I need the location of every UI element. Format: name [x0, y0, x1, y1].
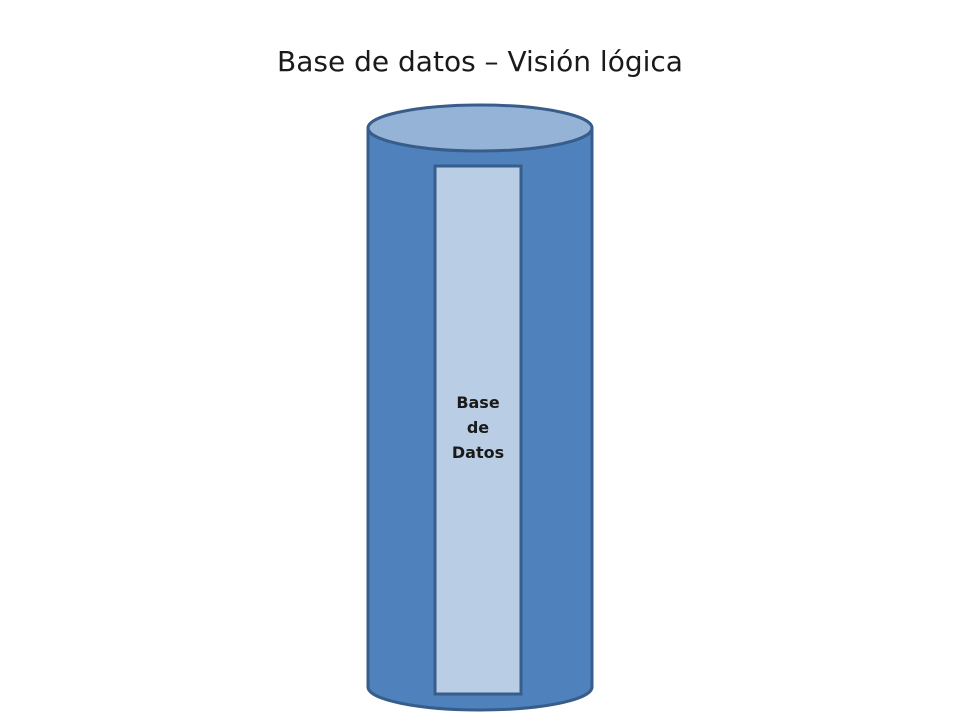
- database-panel: [433, 164, 523, 696]
- database-cylinder-top: [366, 103, 594, 153]
- database-label-line-1: Base: [456, 393, 500, 412]
- slide-title: Base de datos – Visión lógica: [277, 45, 683, 78]
- database-label: Base de Datos: [435, 390, 521, 465]
- database-label-line-3: Datos: [451, 443, 505, 462]
- database-label-line-2: de: [466, 418, 490, 437]
